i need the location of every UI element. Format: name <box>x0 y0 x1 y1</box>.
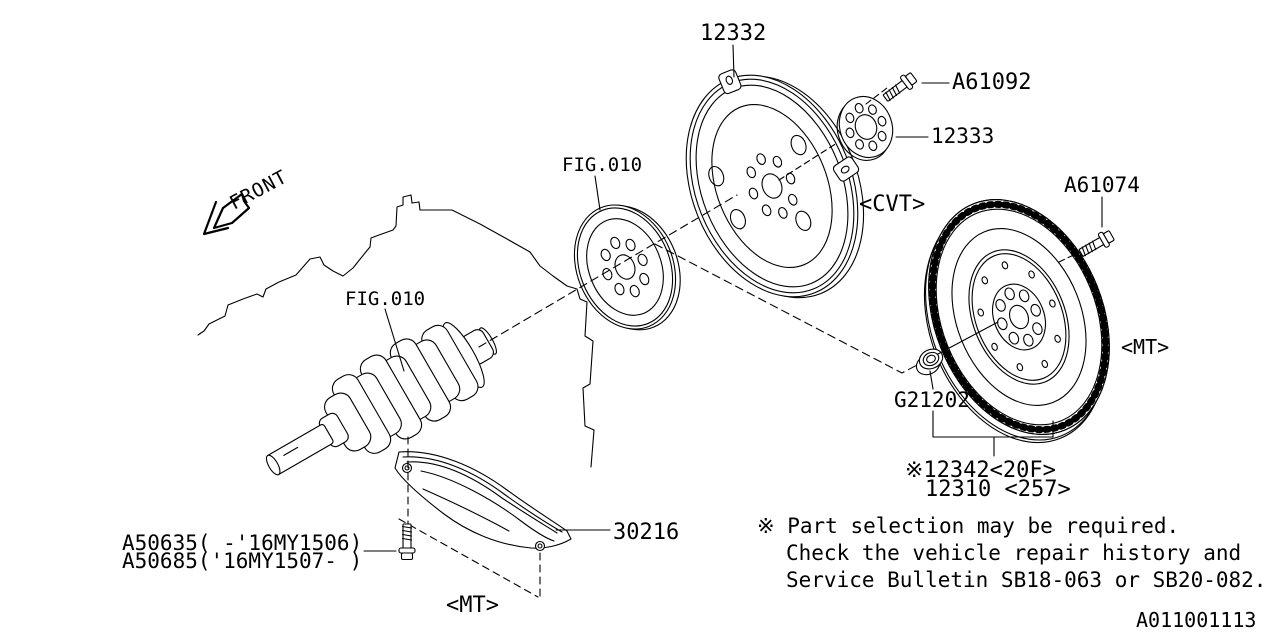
crankshaft <box>265 322 497 476</box>
note-line1: ※ Part selection may be required. <box>757 514 1179 538</box>
pilot-bearing <box>915 348 944 376</box>
leader-g21202 <box>929 370 934 390</box>
figure-code: A011001113 <box>1136 608 1256 632</box>
cover-plate <box>394 451 572 552</box>
drive-plate <box>573 204 681 331</box>
bolt-a50635 <box>398 523 416 561</box>
axis-dash-cover-mt-diagonal <box>398 518 539 598</box>
label-12333: 12333 <box>931 124 994 148</box>
tag-mt-flywheel: <MT> <box>1121 335 1169 359</box>
label-a50685: A50685('16MY1507- ) <box>122 549 362 573</box>
label-fig010-driveplate: FIG.010 <box>562 154 642 176</box>
engine-outline <box>197 194 595 468</box>
adapter-plate <box>836 95 894 161</box>
selection-bracket <box>932 410 1054 457</box>
axis-dash-cvt-bolt <box>865 87 888 105</box>
label-a50635: A50635( -'16MY1506) <box>122 531 362 555</box>
leader-fig010-driveplate <box>594 175 601 211</box>
tag-mt-cover: <MT> <box>446 593 499 618</box>
bolt-a61092 <box>880 69 920 106</box>
leader-fig010-crankshaft <box>384 308 405 372</box>
bearing-to-flywheel-line <box>937 321 999 355</box>
bolt-a61074 <box>1076 227 1117 261</box>
label-12310: 12310 <257> <box>925 477 1071 502</box>
label-12342: ※12342<20F> <box>905 458 1056 483</box>
note-line3: Service Bulletin SB18-063 or SB20-082. <box>786 568 1266 592</box>
label-g21202: G21202 <box>894 388 970 412</box>
label-front: FRONT <box>226 166 291 215</box>
axis-dash-cvt <box>778 142 838 181</box>
label-fig010-crankshaft: FIG.010 <box>345 288 425 310</box>
label-12332: 12332 <box>700 21 766 46</box>
axis-dash-main <box>478 194 738 348</box>
label-a61092: A61092 <box>952 70 1031 95</box>
tag-cvt: <CVT> <box>859 192 925 217</box>
note-line2: Check the vehicle repair history and <box>786 541 1241 565</box>
flywheel <box>923 199 1110 444</box>
axis-dash-mt <box>654 243 920 374</box>
leader-12332 <box>732 44 735 78</box>
front-arrow-icon <box>202 192 251 236</box>
label-a61074: A61074 <box>1064 173 1140 197</box>
flexplate <box>685 69 865 299</box>
label-30216: 30216 <box>613 520 679 545</box>
